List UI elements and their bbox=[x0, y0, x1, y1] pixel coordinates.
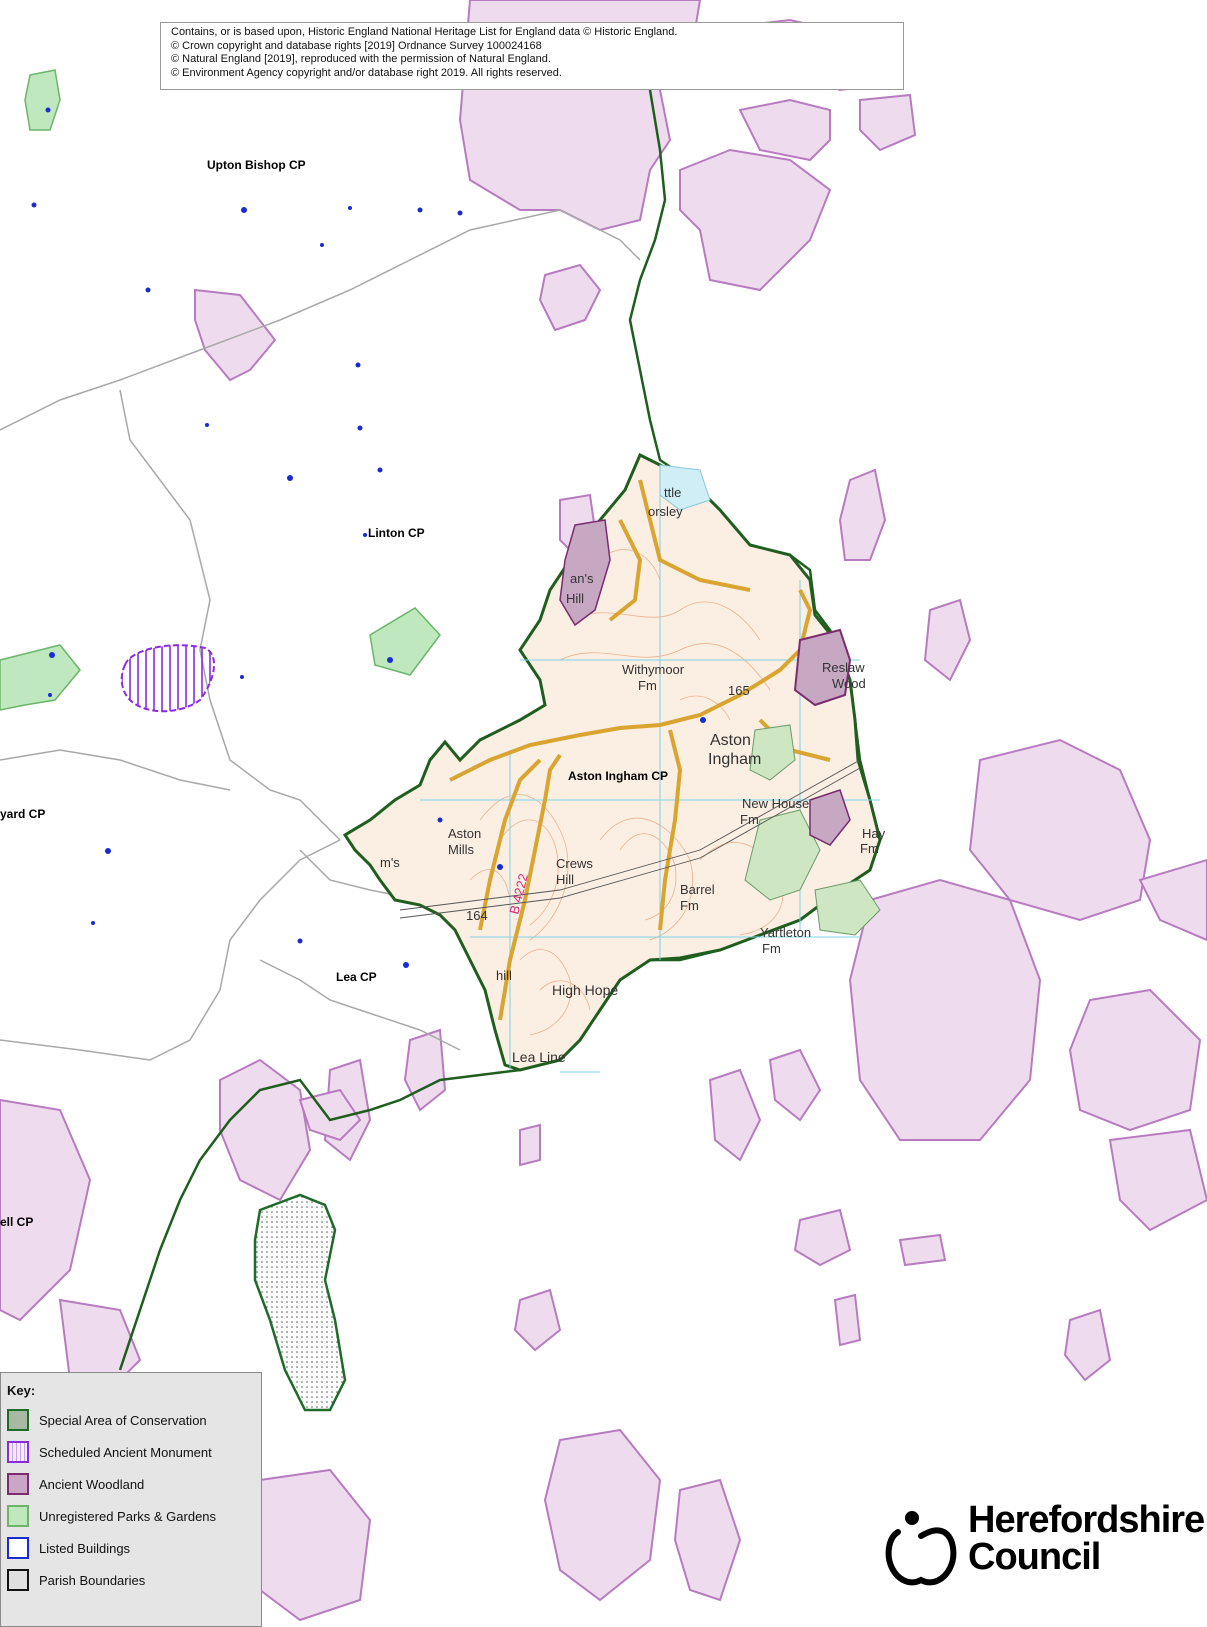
os-label-fm5: Fm bbox=[762, 941, 781, 956]
key-item-parish-boundaries: Parish Boundaries bbox=[7, 1564, 261, 1596]
os-label-new-house: New House bbox=[742, 796, 809, 811]
label-upton-bishop: Upton Bishop CP bbox=[207, 158, 306, 172]
key-label: Unregistered Parks & Gardens bbox=[39, 1508, 217, 1524]
swatch-ancient-woodland bbox=[7, 1473, 29, 1495]
swatch-ancient-monument bbox=[7, 1441, 29, 1463]
aston-ingham-parish bbox=[342, 452, 882, 1073]
swatch-parks-gardens bbox=[7, 1505, 29, 1527]
key-item-ancient-monument: Scheduled Ancient Monument bbox=[7, 1436, 261, 1468]
key-label: Special Area of Conservation bbox=[39, 1412, 207, 1428]
key-item-special-area: Special Area of Conservation bbox=[7, 1404, 261, 1436]
scheduled-ancient-monument bbox=[120, 644, 216, 713]
os-label-hay: Hay bbox=[862, 826, 886, 841]
swatch-parish-boundaries bbox=[7, 1569, 29, 1591]
os-label-wood: Wood bbox=[832, 676, 866, 691]
os-label-yartleton: Yartleton bbox=[760, 925, 811, 940]
label-ell: ell CP bbox=[0, 1215, 33, 1229]
os-label-fm3: Fm bbox=[860, 841, 879, 856]
os-label-ms: m's bbox=[380, 855, 400, 870]
os-label-mills: Mills bbox=[448, 842, 474, 857]
os-label-withymoor: Withymoor bbox=[622, 662, 685, 677]
os-label-aston: Aston bbox=[710, 732, 751, 749]
copyright-line: Contains, or is based upon, Historic Eng… bbox=[171, 26, 678, 38]
os-label-orsley: orsley bbox=[648, 504, 683, 519]
os-label-high-hope: High Hope bbox=[552, 982, 618, 998]
key-item-ancient-woodland: Ancient Woodland bbox=[7, 1468, 261, 1500]
os-label-barrel: Barrel bbox=[680, 882, 715, 897]
unregistered-parks-gardens bbox=[0, 69, 441, 711]
os-label-fm1: Fm bbox=[638, 678, 657, 693]
os-label-hill2: Hill bbox=[566, 591, 584, 606]
key-label: Scheduled Ancient Monument bbox=[39, 1444, 212, 1460]
key-label: Listed Buildings bbox=[39, 1540, 131, 1556]
os-label-ttle: ttle bbox=[664, 485, 681, 500]
key-title: Key: bbox=[7, 1383, 36, 1398]
logo-text: Herefordshire Council bbox=[968, 1499, 1205, 1578]
os-label-ingham: Ingham bbox=[708, 751, 761, 768]
key-item-listed-buildings: Listed Buildings bbox=[7, 1532, 261, 1564]
key-label: Ancient Woodland bbox=[39, 1476, 145, 1492]
os-label-hill: Hill bbox=[556, 872, 574, 887]
os-label-fm2: Fm bbox=[740, 812, 759, 827]
special-area-of-conservation bbox=[253, 1193, 347, 1412]
label-aston-ingham: Aston Ingham CP bbox=[568, 769, 668, 783]
os-label-crews: Crews bbox=[556, 856, 593, 871]
label-yard: yard CP bbox=[0, 807, 45, 821]
os-label-ans: an's bbox=[570, 571, 594, 586]
key-item-parks-gardens: Unregistered Parks & Gardens bbox=[7, 1500, 261, 1532]
os-label-165: 165 bbox=[728, 683, 750, 698]
copyright-notice: Contains, or is based upon, Historic Eng… bbox=[160, 22, 904, 90]
key-label: Parish Boundaries bbox=[39, 1572, 146, 1588]
os-label-fm4: Fm bbox=[680, 898, 699, 913]
apple-icon bbox=[885, 1511, 957, 1586]
logo-line1: Herefordshire bbox=[968, 1499, 1205, 1541]
swatch-special-area bbox=[7, 1409, 29, 1431]
council-logo: Herefordshire Council bbox=[878, 1450, 1207, 1627]
copyright-line: © Environment Agency copyright and/or da… bbox=[171, 66, 562, 79]
label-lea: Lea CP bbox=[336, 970, 377, 984]
map-key: Key: Special Area of Conservation Schedu… bbox=[0, 1372, 262, 1627]
os-label-164: 164 bbox=[466, 908, 488, 923]
logo-line2: Council bbox=[968, 1536, 1101, 1578]
swatch-listed-buildings bbox=[7, 1537, 29, 1559]
label-linton: Linton CP bbox=[368, 526, 425, 540]
listed-buildings bbox=[31, 107, 706, 968]
os-label-aston2: Aston bbox=[448, 826, 481, 841]
parish-labels: Upton Bishop CP Linton CP yard CP Aston … bbox=[0, 158, 668, 1229]
os-label-lea-line: Lea Line bbox=[512, 1049, 566, 1065]
os-label-hill3: hill bbox=[496, 968, 512, 983]
copyright-line: © Crown copyright and database rights [2… bbox=[171, 39, 542, 52]
os-label-reslaw: Reslaw bbox=[822, 660, 865, 675]
copyright-line: © Natural England [2019], reproduced wit… bbox=[171, 53, 551, 65]
